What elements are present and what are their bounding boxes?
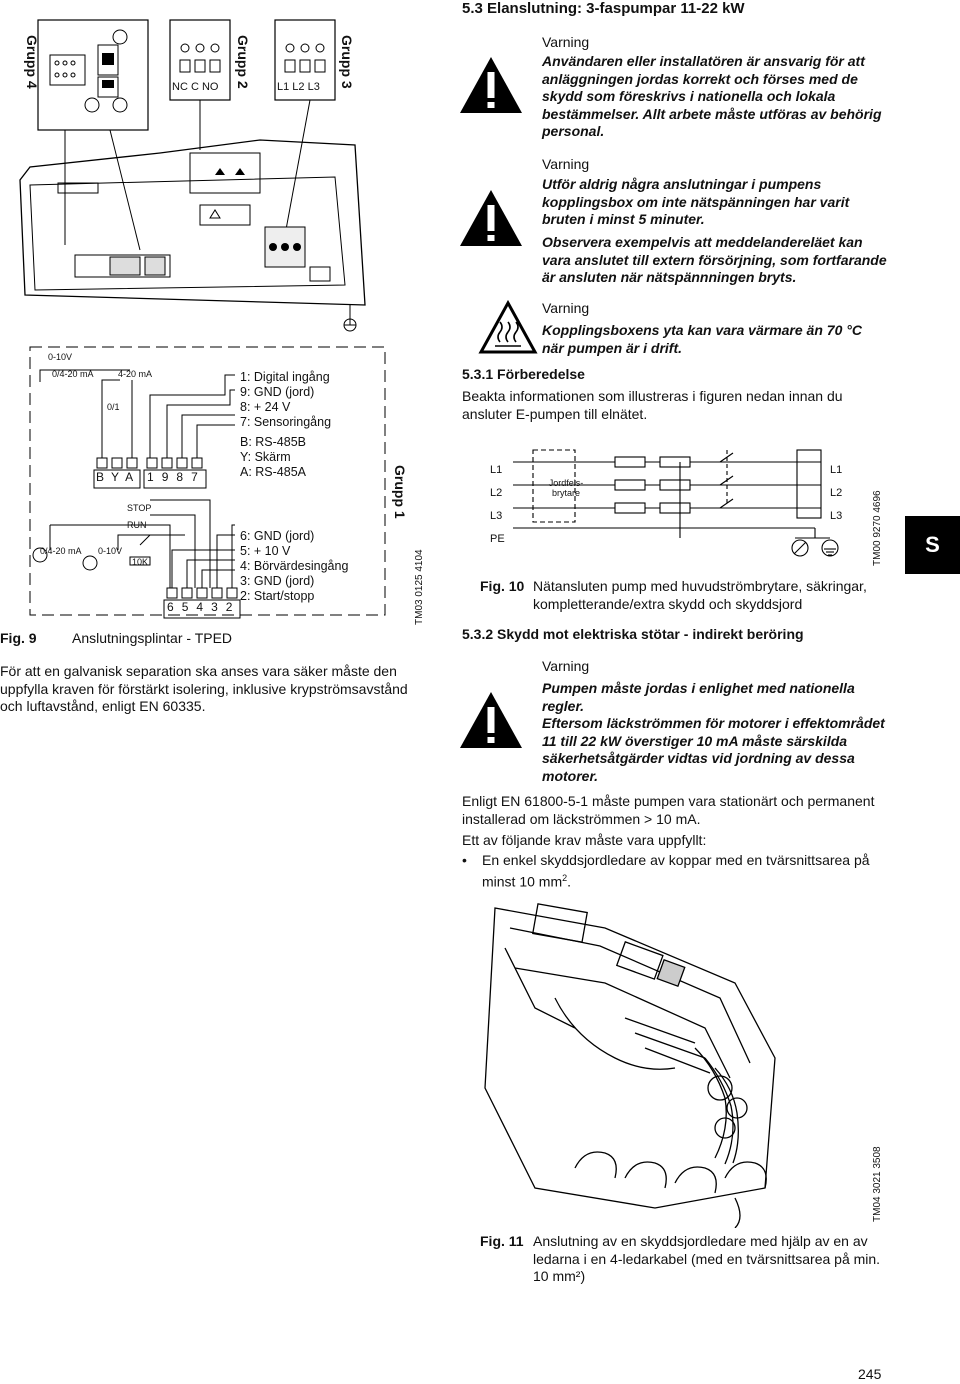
grupp2-terminals: NC C NO [172, 81, 219, 93]
fig9-caption: Anslutningsplintar - TPED [72, 630, 233, 646]
warning-icon [458, 690, 524, 755]
grupp3-label: Grupp 3 [339, 35, 355, 89]
label-10k: 10K [132, 557, 149, 567]
subsection-532-para1: Enligt EN 61800-5-1 måste pumpen vara st… [462, 793, 875, 827]
warning2-label: Varning [542, 156, 590, 172]
warning3-text: Kopplingsboxens yta kan vara värmare än … [542, 322, 862, 356]
label-4-20ma-top: 4-20 mA [118, 369, 153, 379]
warning4-label: Varning [542, 658, 590, 674]
subsection-531-text: Beakta informationen som illustreras i f… [462, 388, 843, 422]
label-0-4-20ma-top: 0/4-20 mA [52, 369, 94, 379]
fig11-illustration [475, 888, 885, 1229]
fig10-label: Fig. 10 [480, 578, 525, 594]
subsection-532-bullet: En enkel skyddsjordledare av koppar med … [482, 852, 870, 890]
warning1-text: Användaren eller installatören är ansvar… [542, 53, 882, 139]
warning4-text2: Eftersom läckströmmen för motorer i effe… [542, 715, 885, 784]
fig10-caption: Nätansluten pump med huvudströmbrytare, … [533, 578, 867, 612]
hot-surface-icon [478, 299, 538, 360]
grupp4-label: Grupp 4 [24, 35, 40, 89]
grupp2-label: Grupp 2 [235, 35, 251, 89]
label-0-10v-top: 0-10V [48, 352, 73, 362]
fig10-breaker-label: Jordfels-brytare [548, 478, 584, 498]
fig10-tm-code: TM00 9270 4696 [872, 490, 883, 566]
warning3-label: Varning [542, 300, 590, 316]
label-stop: STOP [127, 503, 152, 513]
warning4-text1: Pumpen måste jordas i enlighet med natio… [542, 680, 855, 714]
terminals-65432: 65432 [167, 600, 241, 614]
label-0-10v-bottom: 0-10V [98, 546, 123, 556]
warning2-text2: Observera exempelvis att meddelandereläe… [542, 234, 887, 285]
warning2-text: Utför aldrig några anslutningar i pumpen… [542, 176, 850, 227]
fig9-tm-code: TM03 0125 4104 [414, 549, 425, 625]
warning1-label: Varning [542, 34, 590, 50]
terminal-diagram [19, 19, 386, 619]
page-number: 245 [858, 1366, 882, 1382]
subsection-531-title: 5.3.1 Förberedelse [462, 366, 585, 382]
side-tab: S [905, 516, 960, 574]
fig9-label: Fig. 9 [0, 630, 37, 646]
label-run: RUN [127, 520, 147, 530]
subsection-532-title: 5.3.2 Skydd mot elektriska stötar - indi… [462, 626, 804, 642]
fig9-diagram: Grupp 4 Grupp 2 Grupp 3 Grupp 1 NC C NO … [10, 5, 440, 630]
left-paragraph: För att en galvanisk separation ska anse… [0, 663, 408, 714]
terminals-1987: 1987 [147, 470, 206, 484]
label-0-4-20ma-bottom: 0/4-20 mA [40, 546, 82, 556]
fig10-diagram [485, 448, 880, 568]
terminals-bya: BYA [96, 470, 141, 484]
section-title: 5.3 Elanslutning: 3-faspumpar 11-22 kW [462, 0, 745, 17]
fig11-caption: Anslutning av en skyddsjordledare med hj… [533, 1233, 881, 1284]
label-0-1: 0/1 [107, 402, 120, 412]
bullet-marker: • [462, 852, 467, 868]
grupp1-label: Grupp 1 [392, 465, 408, 519]
grupp3-terminals: L1 L2 L3 [277, 81, 320, 93]
fig11-label: Fig. 11 [480, 1233, 524, 1249]
warning-icon [458, 55, 524, 120]
subsection-532-para2: Ett av följande krav måste vara uppfyllt… [462, 832, 707, 848]
warning-icon [458, 188, 524, 253]
fig11-tm-code: TM04 3021 3508 [872, 1146, 883, 1222]
